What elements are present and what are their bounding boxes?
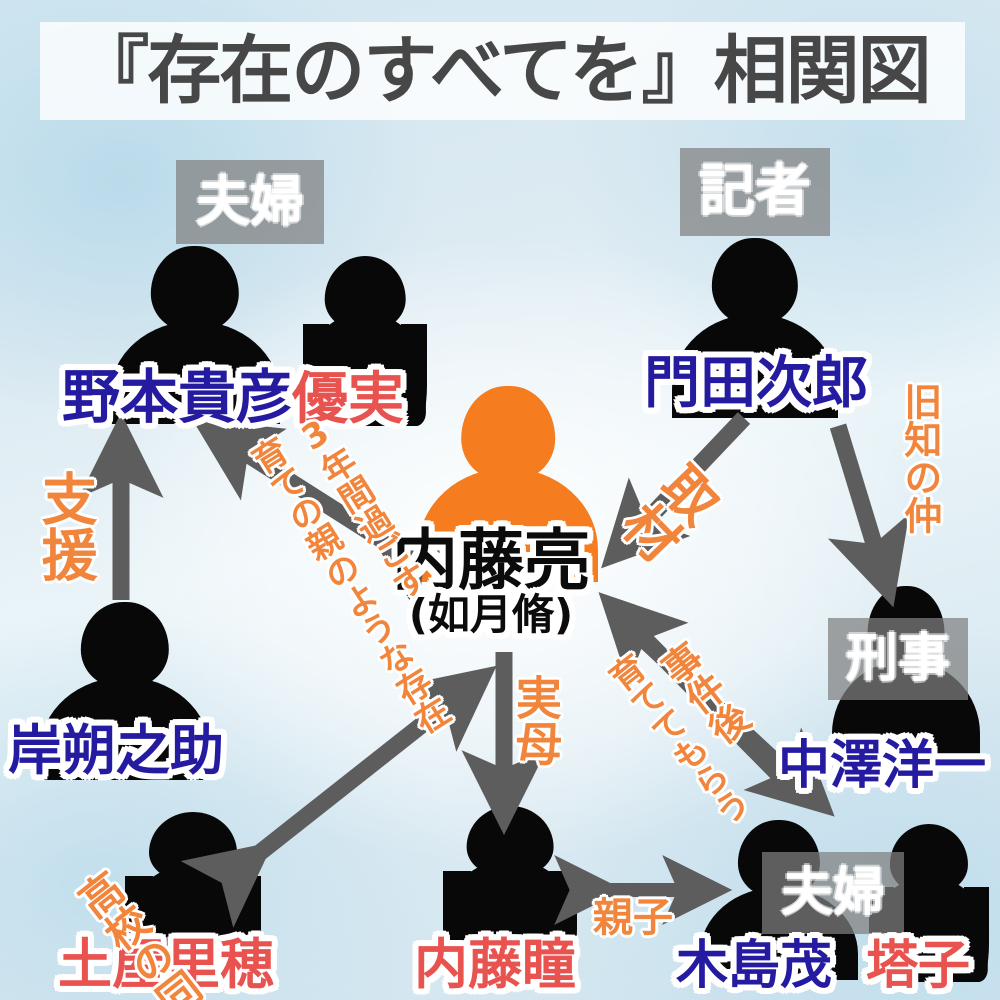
avatar-kadota <box>672 238 838 418</box>
name-yumi: 優実 <box>292 372 404 428</box>
arrow-nomoto-naito <box>192 419 463 613</box>
badge-couple-bottom-label: 夫婦 <box>780 863 885 923</box>
badge-couple-top-label: 夫婦 <box>196 170 304 233</box>
name-kishi-text: 岸朔之助 <box>8 719 224 782</box>
female-silhouette-icon <box>300 256 430 426</box>
name-kishi: 岸朔之助 <box>8 724 224 778</box>
name-naito-ryo-subtitle: (如月脩) <box>408 590 574 639</box>
name-toko: 塔子 <box>866 940 970 992</box>
relation-jitsubo-text: 実母 <box>508 674 563 766</box>
relation-oyako-text: 親子 <box>593 895 673 941</box>
avatar-yumi <box>300 256 430 426</box>
name-toko-text: 塔子 <box>866 936 971 996</box>
name-nomoto-text: 野本貴彦 <box>62 363 295 431</box>
badge-detective: 刑事 <box>828 618 968 700</box>
name-nomoto: 野本貴彦 <box>62 368 294 426</box>
badge-couple-bottom: 夫婦 <box>762 852 904 934</box>
relation-label-oyako: 親子 <box>593 898 673 939</box>
arrow-sodatete <box>636 631 835 817</box>
name-tsuchiya: 土屋里穂 <box>58 938 274 992</box>
badge-reporter-label: 記者 <box>699 159 811 224</box>
arrow-koukou <box>180 665 497 928</box>
name-tsuchiya-text: 土屋里穂 <box>58 933 274 996</box>
name-kadota-text: 門田次郎 <box>644 351 868 416</box>
name-naito-hitomi: 内藤瞳 <box>414 938 576 992</box>
relation-shien-text: 支援 <box>32 470 98 582</box>
name-naito-hitomi-text: 内藤瞳 <box>414 933 576 996</box>
relation-label-shien: 支援 <box>32 470 98 592</box>
name-kadota: 門田次郎 <box>644 356 868 412</box>
name-kijima: 木島茂 <box>676 940 832 992</box>
relation-label-jitsubo: 実母 <box>508 674 563 774</box>
name-nakazawa-text: 中澤洋一 <box>778 736 987 796</box>
badge-couple-top: 夫婦 <box>176 160 324 244</box>
arrow-kyuchi <box>827 423 910 608</box>
title-banner: 『存在のすべてを』相関図 <box>40 22 965 120</box>
relation-kyuchi-text: 旧知の仲 <box>897 382 942 534</box>
name-nakazawa: 中澤洋一 <box>778 740 986 792</box>
badge-detective-label: 刑事 <box>845 629 950 689</box>
name-kijima-text: 木島茂 <box>676 936 833 996</box>
arrow-shuzai <box>601 412 751 569</box>
page-title: 『存在のすべてを』相関図 <box>75 28 931 114</box>
badge-reporter: 記者 <box>680 148 830 236</box>
relation-label-kyuchi: 旧知の仲 <box>897 382 942 541</box>
avatar-nomoto <box>110 246 280 424</box>
male-silhouette-icon <box>110 246 280 424</box>
male-silhouette-icon <box>672 238 838 418</box>
name-yumi-text: 優実 <box>292 367 404 432</box>
